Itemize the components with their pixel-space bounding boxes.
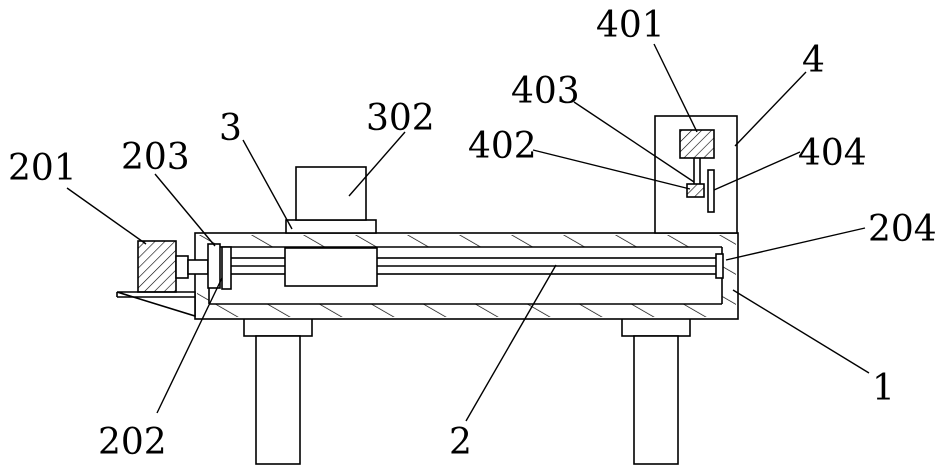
label-403: 403 <box>511 71 580 112</box>
label-201: 201 <box>8 148 77 189</box>
part-402 <box>687 184 704 197</box>
right-leg <box>622 318 690 464</box>
label-401: 401 <box>596 5 665 46</box>
slider-block <box>285 248 377 286</box>
motor-201 <box>138 241 176 292</box>
part-401 <box>680 130 714 158</box>
carriage-3 <box>286 220 376 233</box>
part-404 <box>708 170 714 212</box>
label-1: 1 <box>872 368 895 409</box>
bracket-4 <box>655 116 737 233</box>
label-204: 204 <box>868 209 937 250</box>
label-302: 302 <box>366 98 435 139</box>
label-404: 404 <box>798 133 867 174</box>
unit-302 <box>296 167 366 220</box>
label-2: 2 <box>449 422 472 463</box>
label-3: 3 <box>219 108 242 149</box>
bearing-204 <box>716 254 723 278</box>
label-4: 4 <box>802 40 825 81</box>
label-202: 202 <box>98 422 167 463</box>
bearing-202 <box>222 247 231 289</box>
coupling-203 <box>208 244 220 288</box>
housing <box>195 233 738 319</box>
label-402: 402 <box>468 126 537 167</box>
label-203: 203 <box>121 137 190 178</box>
left-leg <box>244 318 312 464</box>
